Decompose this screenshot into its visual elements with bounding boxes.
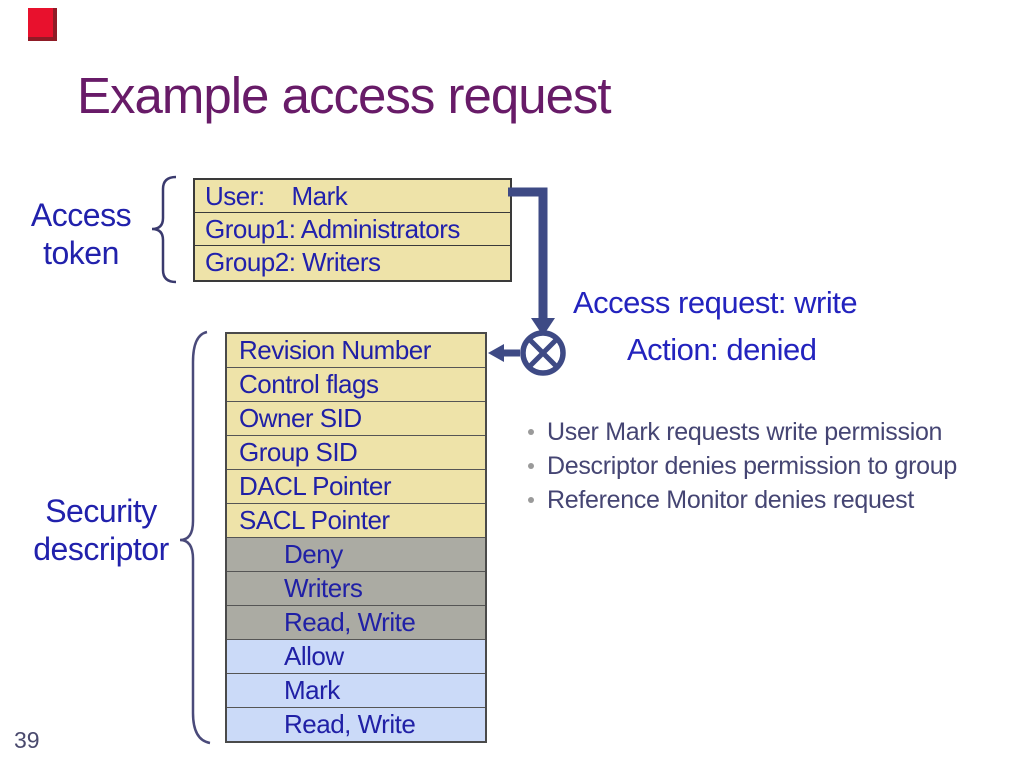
table-row-allow-rw: Read, Write (227, 707, 485, 741)
list-item: Reference Monitor denies request (528, 486, 998, 520)
token-row-group2: Group2: Writers (195, 245, 510, 278)
bullet-icon (528, 429, 534, 435)
bullet-text: Descriptor denies permission to group (547, 452, 957, 480)
table-row-owner: Owner SID (227, 401, 485, 435)
table-row-mark: Mark (227, 673, 485, 707)
elbow-arrow-down-icon (508, 187, 555, 336)
table-row-deny: Deny (227, 537, 485, 571)
table-row-sacl: SACL Pointer (227, 503, 485, 537)
bullet-icon (528, 497, 534, 503)
table-row-revision: Revision Number (227, 334, 485, 367)
page-title: Example access request (77, 67, 612, 124)
token-row-group1: Group1: Administrators (195, 212, 510, 245)
red-accent-square (28, 8, 57, 41)
security-descriptor-label-line2: descriptor (33, 531, 169, 567)
table-row-writers: Writers (227, 571, 485, 605)
action-label: Action: denied (627, 332, 817, 367)
security-descriptor-label-line1: Security (45, 493, 157, 529)
access-token-label-line1: Access (30, 197, 132, 233)
bullet-list: User Mark requests write permission Desc… (528, 418, 998, 520)
page-number: 39 (14, 727, 40, 753)
access-token-label-line2: token (43, 235, 119, 271)
token-row-user: User: Mark (205, 181, 348, 211)
arrow-left-icon (488, 344, 520, 362)
list-item: User Mark requests write permission (528, 418, 998, 452)
table-row-dacl: DACL Pointer (227, 469, 485, 503)
curly-brace-icon (151, 175, 177, 284)
access-token-label: Access token (18, 196, 144, 272)
security-descriptor-label: Security descriptor (8, 492, 194, 568)
security-descriptor-table: Revision Number Control flags Owner SID … (225, 332, 487, 743)
access-token-box: User: Mark Group1: Administrators Group2… (193, 178, 512, 282)
table-row-deny-rw: Read, Write (227, 605, 485, 639)
table-row-group: Group SID (227, 435, 485, 469)
bullet-text: User Mark requests write permission (547, 418, 943, 446)
circled-times-icon (520, 330, 566, 376)
table-row-allow: Allow (227, 639, 485, 673)
bullet-text: Reference Monitor denies request (547, 486, 914, 514)
table-row-control: Control flags (227, 367, 485, 401)
bullet-icon (528, 463, 534, 469)
list-item: Descriptor denies permission to group (528, 452, 998, 486)
access-request-label: Access request: write (573, 285, 858, 320)
